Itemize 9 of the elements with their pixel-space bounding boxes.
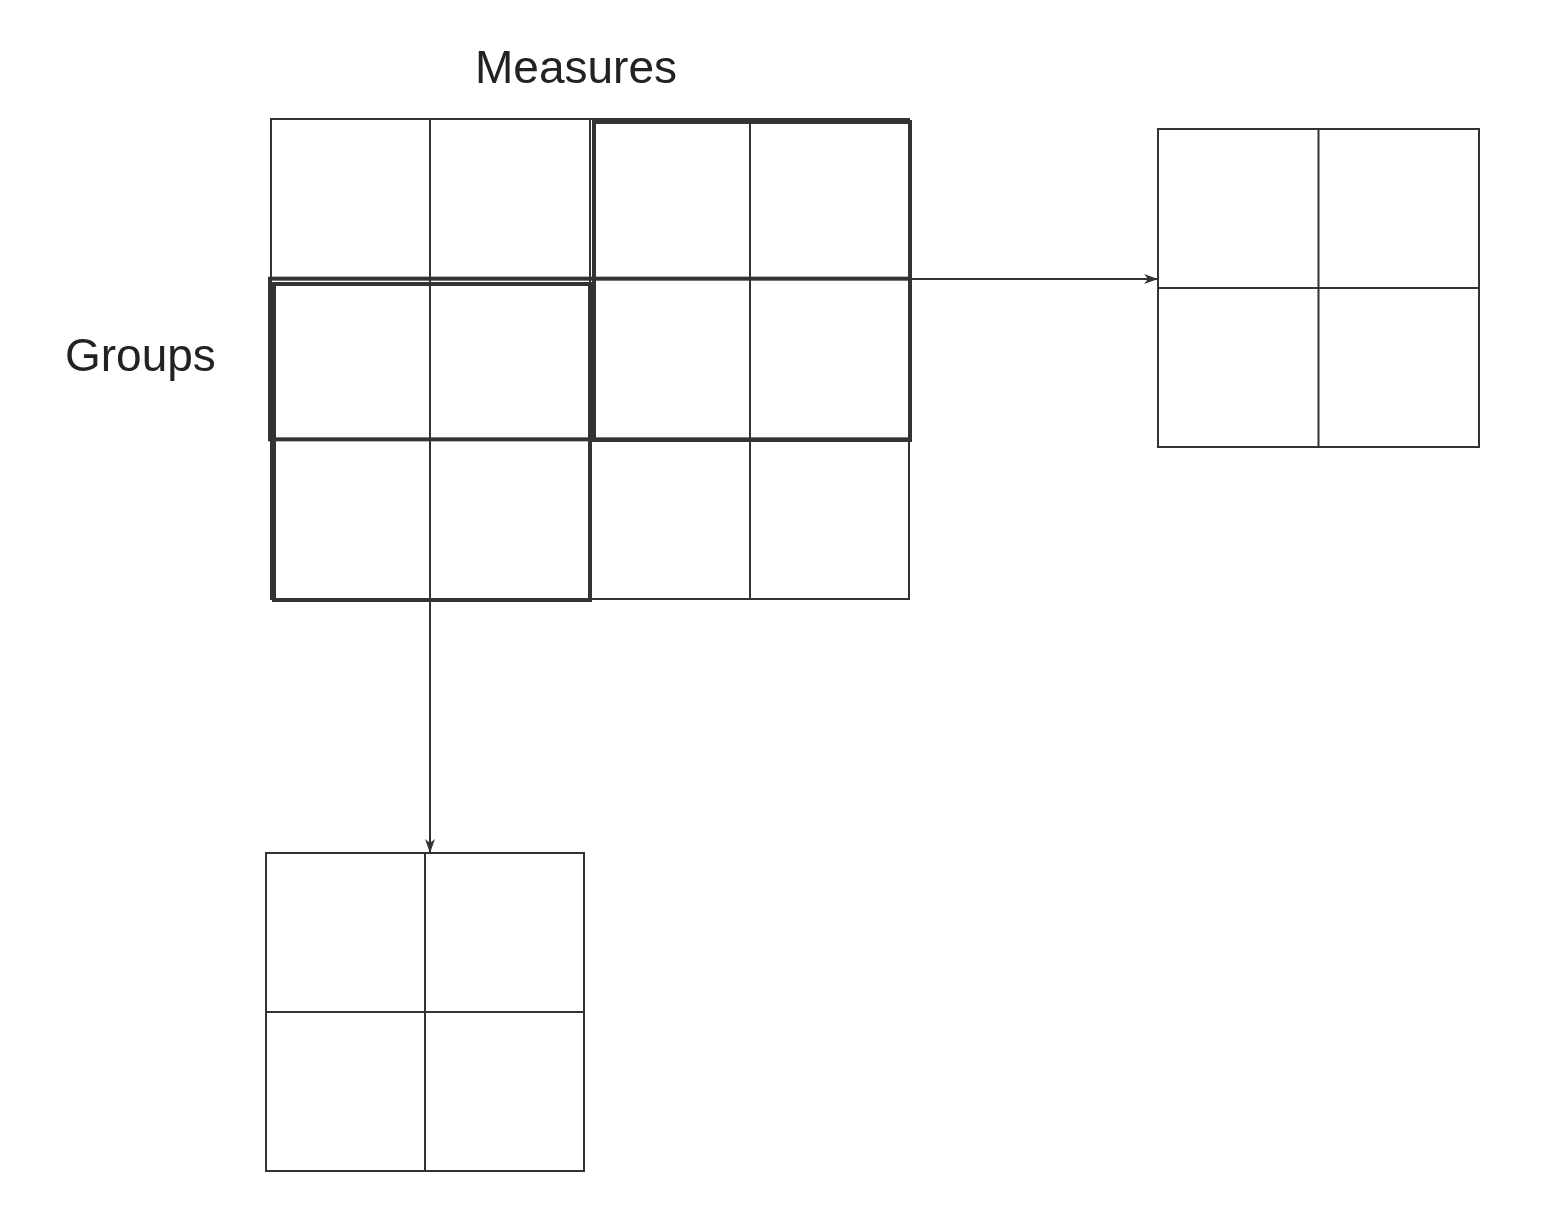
arrow bbox=[425, 599, 435, 853]
highlighted-block bbox=[272, 282, 592, 602]
axis-label: Groups bbox=[65, 328, 216, 382]
axis-label: Measures bbox=[475, 40, 677, 94]
highlighted-block bbox=[592, 120, 912, 442]
small-grid bbox=[265, 852, 585, 1172]
grid-table bbox=[270, 118, 910, 600]
small-grid bbox=[1157, 128, 1480, 448]
arrow bbox=[909, 274, 1158, 284]
